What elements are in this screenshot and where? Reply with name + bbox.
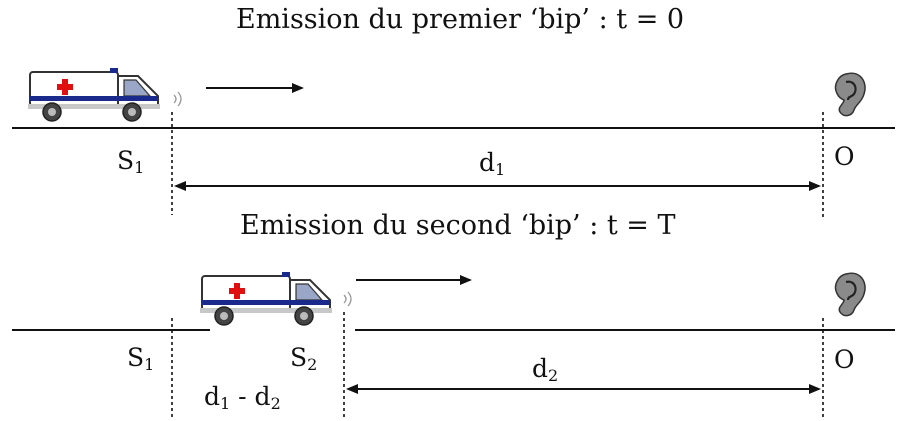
observer-label: O: [834, 345, 855, 374]
sound-wave-icon: [173, 91, 182, 107]
observer-label: O: [834, 142, 855, 171]
scene1: [12, 67, 895, 218]
diff-b-sub: 2: [270, 394, 281, 413]
ambulance-icon: [27, 67, 161, 122]
sound-wave-icon: [343, 291, 352, 307]
scene2-title: Emission du second ‘bip’ : t = T: [240, 210, 676, 241]
s2-main: S: [290, 343, 308, 372]
diff-a-sub: 1: [220, 394, 231, 413]
difference-label-d1-d2: d1 - d2: [204, 382, 281, 413]
source-label-s1: S1: [117, 146, 144, 177]
ear-icon: [834, 72, 867, 117]
s1-sub: 1: [144, 355, 155, 374]
source-label-s1: S1: [127, 343, 154, 374]
d1-main: d: [479, 148, 496, 177]
s1-main: S: [127, 343, 145, 372]
s2-sub: 2: [307, 355, 318, 374]
distance-label-d1: d1: [479, 148, 505, 179]
diff-a-main: d: [204, 382, 221, 411]
distance-label-d2: d2: [532, 354, 558, 385]
s1-main: S: [117, 146, 135, 175]
ear-icon: [834, 272, 867, 317]
d2-main: d: [532, 354, 549, 383]
scene1-title: Emission du premier ‘bip’ : t = 0: [236, 4, 685, 35]
diff-b-main: d: [254, 382, 271, 411]
scene2: [12, 271, 895, 417]
ambulance-icon: [199, 271, 333, 326]
s1-sub: 1: [134, 158, 145, 177]
d2-sub: 2: [548, 366, 559, 385]
source-label-s2: S2: [290, 343, 317, 374]
d1-sub: 1: [495, 160, 506, 179]
diff-separator: -: [230, 382, 255, 411]
